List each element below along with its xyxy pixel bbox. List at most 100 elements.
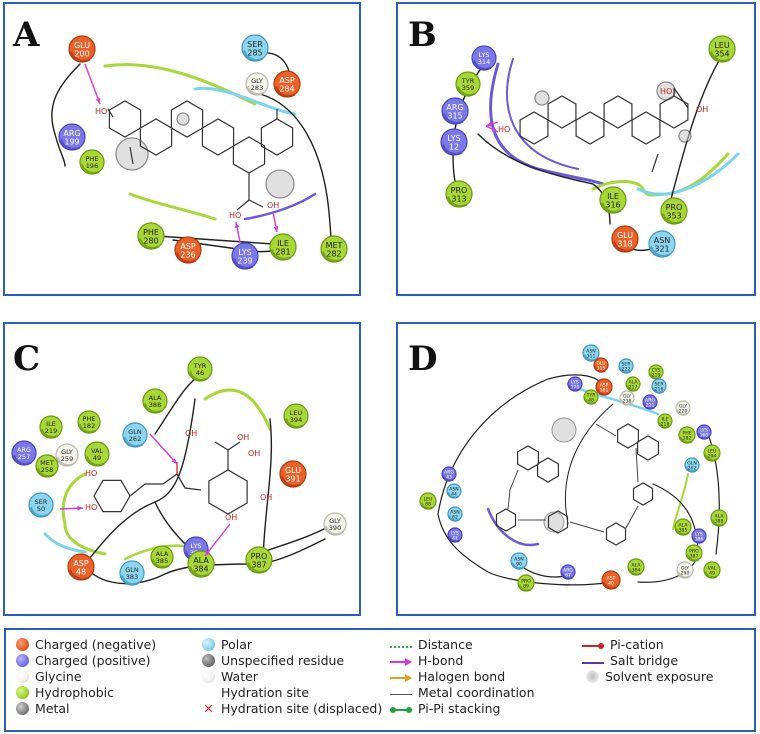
residue-name: LYS	[479, 51, 490, 59]
solvent-exposure	[543, 511, 565, 533]
residue-number: 182	[683, 435, 692, 441]
residue-name: VAL	[708, 565, 717, 571]
residue-name: GLU	[617, 231, 633, 240]
ring	[201, 118, 235, 156]
residue-number: 199	[64, 138, 79, 147]
legend-hydration-site: Hydration site	[221, 685, 310, 700]
legend-water: Water	[202, 670, 258, 684]
residue-number: 49	[93, 454, 101, 462]
residue-number: 41	[452, 535, 458, 541]
residue-number: 383	[126, 573, 138, 581]
residue-number: 285	[247, 49, 262, 58]
residue-name: GLN	[687, 460, 697, 466]
residue-number: 321	[654, 245, 669, 254]
residue-number: 239	[237, 257, 252, 266]
atom-label: HO	[498, 125, 510, 134]
h-bond-arrow	[234, 221, 241, 243]
residue-number: 390	[329, 524, 341, 532]
legend-h-bond: H-bond	[390, 654, 463, 668]
atom-label: HO	[229, 211, 241, 220]
solvent-exposure	[534, 90, 550, 106]
residue-name: PRO	[666, 203, 683, 212]
residue-number: 282	[326, 250, 341, 259]
residue-number: 50	[37, 505, 45, 513]
ring	[260, 118, 294, 156]
residue-name: GLU	[74, 41, 90, 50]
residue-number: 236	[180, 251, 195, 260]
residue-name: PHE	[83, 415, 96, 423]
solvent-exposure	[265, 169, 295, 199]
residue-name: GLY	[251, 77, 263, 85]
pocket-surface-green	[672, 473, 689, 530]
ring	[495, 508, 517, 532]
residue-name: ASP	[180, 242, 196, 251]
residue-name: ASN	[450, 509, 460, 515]
ring	[637, 435, 659, 461]
residue-name: ALA	[193, 556, 209, 565]
residue-number: 315	[597, 365, 606, 371]
residue-number: 216	[655, 386, 664, 392]
residue-name: PHE	[86, 155, 99, 163]
residue-name: ASN	[449, 486, 459, 492]
residue-number: 62	[452, 514, 458, 520]
residue-number: 391	[285, 475, 300, 484]
legend-charged-positive: Charged (positive)	[16, 654, 151, 668]
residue-number: 90	[516, 561, 522, 567]
h-bond-arrow	[59, 505, 84, 511]
residue-name: PRO	[451, 186, 468, 195]
residue-number: 181	[600, 387, 609, 393]
residue-name: TYR	[586, 392, 597, 398]
backbone-line	[154, 501, 191, 550]
residue-name: SER	[247, 40, 263, 49]
legend: Charged (negative) Charged (positive) Gl…	[4, 628, 756, 732]
residue-name: LYS	[700, 427, 708, 433]
residue-number: 316	[605, 201, 620, 210]
residue-number: 384	[632, 567, 641, 573]
ring	[547, 95, 577, 129]
residue-number: 384	[193, 565, 208, 574]
legend-salt-bridge: Salt bridge	[582, 654, 678, 668]
residue-number: 387	[251, 561, 266, 570]
solvent-exposure	[115, 137, 149, 171]
pocket-surface-green	[61, 472, 107, 556]
panel-b-diagram: LYS314TYR359ARG315LYS12PRO313LEU354ILE31…	[440, 35, 740, 258]
ring	[617, 423, 639, 449]
residue-number: 385	[156, 557, 168, 565]
residue-name: ALA	[149, 394, 162, 402]
residue-number: 48	[588, 397, 594, 403]
backbone-line	[477, 133, 611, 225]
legend-hydration-displaced: ✕Hydration site (displaced)	[203, 701, 383, 716]
residue-name: LEU	[424, 496, 433, 502]
residue-number: 284	[279, 85, 294, 94]
